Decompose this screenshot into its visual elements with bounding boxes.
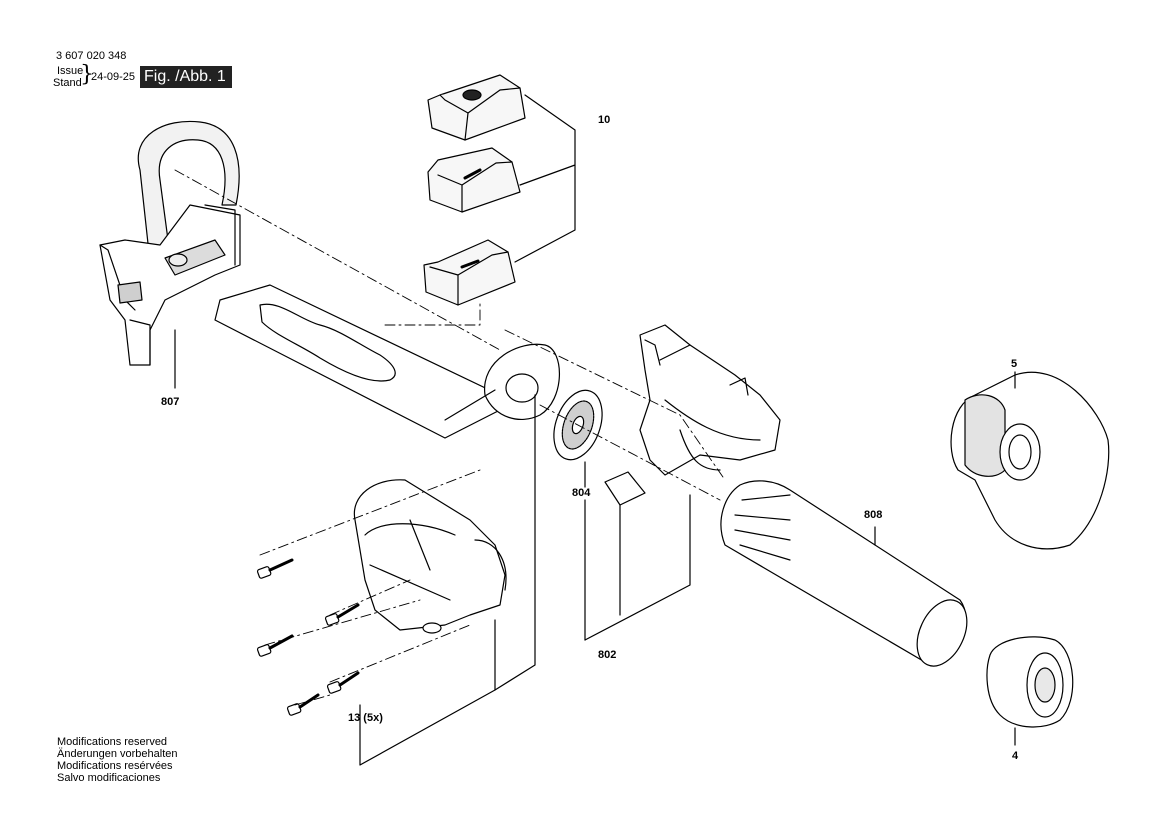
round-plate	[484, 343, 560, 420]
stand-label: Stand	[53, 77, 82, 89]
issue-label: Issue	[57, 65, 84, 77]
part-804-disc	[553, 389, 646, 641]
callout-13: 13 (5x)	[348, 712, 383, 724]
part-807-strap-handle	[99, 120, 241, 389]
notice-line-de: Änderungen vorbehalten	[57, 748, 178, 760]
callout-10: 10	[598, 114, 611, 126]
modifications-notice: Modifications reserved Änderungen vorbeh…	[57, 736, 177, 784]
callout-808: 808	[864, 509, 883, 521]
issue-date: 24-09-25	[91, 71, 136, 83]
suction-nozzle	[353, 479, 507, 691]
brace-glyph: }	[80, 62, 94, 87]
callout-802: 802	[598, 649, 617, 661]
callout-804: 804	[572, 487, 591, 499]
assembly-axes	[174, 169, 726, 706]
part-5-cap	[950, 371, 1110, 550]
part-10-depth-stops	[423, 74, 576, 306]
part-808-hose	[720, 480, 968, 667]
notice-line-en: Modifications reserved	[57, 736, 168, 748]
figure-label: Fig. /Abb. 1	[140, 66, 232, 88]
callout-807: 807	[161, 396, 180, 408]
document-number: 3 607 020 348	[56, 50, 127, 62]
screws-13	[256, 558, 360, 716]
leader-lines	[359, 389, 691, 766]
part-4-nut	[986, 636, 1074, 746]
notice-line-es: Salvo modificaciones	[57, 772, 161, 784]
callout-5: 5	[1011, 358, 1018, 370]
depth-gauge-plate	[214, 284, 501, 439]
dust-collector-housing	[639, 324, 781, 476]
notice-line-fr: Modifications resérvées	[57, 760, 173, 772]
callout-4: 4	[1012, 750, 1019, 762]
